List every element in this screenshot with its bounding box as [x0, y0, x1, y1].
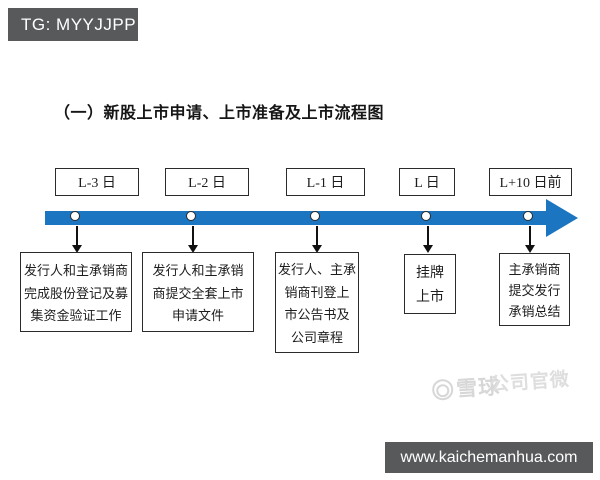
tg-badge-text: TG: MYYJJPP	[21, 14, 137, 34]
stage-detail-box-4: 挂牌 上市	[404, 254, 456, 314]
detail-line: 发行人、主承	[278, 262, 357, 278]
detail-line: 完成股份登记及募	[23, 285, 128, 301]
down-arrow-line	[192, 226, 194, 246]
detail-line: 销商刊登上	[284, 284, 350, 300]
detail-line: 集资金验证工作	[30, 308, 122, 324]
stage-label-l-3: L-3 日	[55, 168, 139, 196]
down-arrow-icon	[312, 245, 322, 253]
detail-line: 商提交全套上市	[152, 285, 244, 301]
detail-line: 提交发行	[508, 283, 561, 298]
down-arrow-icon	[72, 245, 82, 253]
stage-detail-box-1: 发行人和主承销商 完成股份登记及募 集资金验证工作	[20, 252, 132, 332]
diagram-title: （一）新股上市申请、上市准备及上市流程图	[54, 105, 385, 122]
timeline-node-icon	[186, 211, 196, 221]
timeline-node-icon	[310, 211, 320, 221]
down-arrow-line	[316, 226, 318, 246]
stage-label-l: L 日	[399, 168, 455, 196]
stage-label-l10: L+10 日前	[489, 168, 572, 196]
detail-line: 发行人和主承销商	[23, 262, 128, 278]
xueqiu-watermark: 雪球 公司官微	[431, 358, 600, 410]
detail-line: 上市	[416, 290, 444, 305]
down-arrow-icon	[188, 245, 198, 253]
timeline-arrowhead-icon	[546, 199, 578, 237]
detail-line: 公司章程	[290, 329, 343, 345]
xueqiu-logo-icon	[431, 377, 454, 401]
tg-badge: TG: MYYJJPP	[8, 8, 138, 41]
watermark-brand: 雪球	[455, 375, 501, 402]
detail-line: 发行人和主承销	[152, 262, 244, 278]
detail-line: 承销总结	[508, 304, 561, 319]
timeline-node-icon	[523, 211, 533, 221]
detail-line: 申请文件	[171, 308, 224, 324]
detail-line: 挂牌	[416, 266, 444, 281]
down-arrow-line	[76, 226, 78, 246]
stage-label-l-2: L-2 日	[165, 168, 249, 196]
detail-line: 市公告书及	[284, 307, 350, 323]
detail-line: 主承销商	[508, 262, 561, 277]
timeline-node-icon	[421, 211, 431, 221]
stage-detail-box-3: 发行人、主承 销商刊登上 市公告书及 公司章程	[275, 252, 359, 353]
footer-url-bar: www.kaichemanhua.com	[385, 442, 593, 473]
timeline-node-icon	[70, 211, 80, 221]
watermark-suffix: 公司官微	[489, 368, 571, 396]
down-arrow-line	[427, 226, 429, 246]
timeline-bar	[45, 211, 547, 225]
stage-detail-box-5: 主承销商 提交发行 承销总结	[499, 253, 570, 326]
down-arrow-line	[529, 226, 531, 246]
down-arrow-icon	[525, 245, 535, 253]
stage-label-l-1: L-1 日	[286, 168, 365, 196]
down-arrow-icon	[423, 245, 433, 253]
stage-detail-box-2: 发行人和主承销 商提交全套上市 申请文件	[142, 252, 254, 332]
footer-url-text: www.kaichemanhua.com	[400, 448, 578, 466]
